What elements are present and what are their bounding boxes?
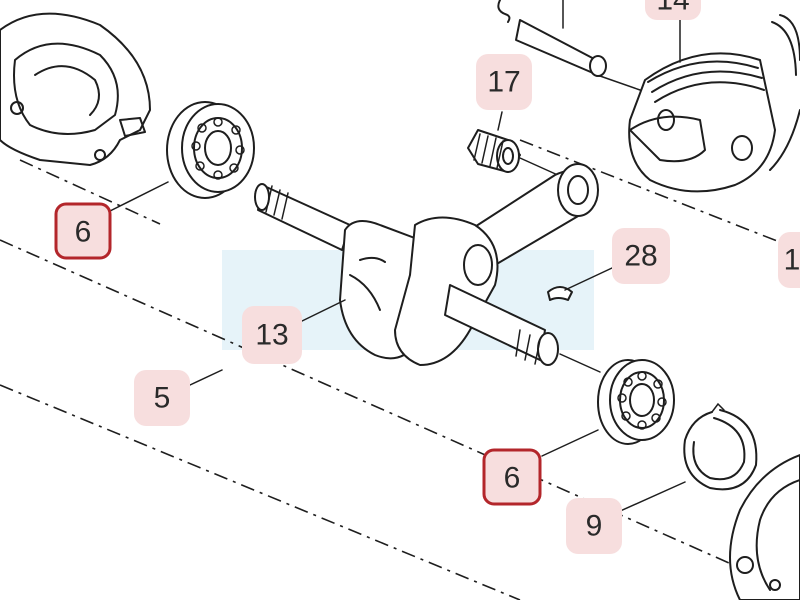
connecting-rod <box>469 163 599 266</box>
callout-piston-ring: 1 <box>778 232 800 288</box>
callout-key: 28 <box>612 228 670 284</box>
piston-ring <box>769 14 800 171</box>
callout-text: 14 <box>656 0 689 17</box>
callout-text: 6 <box>504 462 521 495</box>
bearing-right-drawing <box>597 359 675 445</box>
callout-case: 5 <box>134 370 190 426</box>
callout-text: 13 <box>255 319 288 352</box>
callout-crankshaft: 13 <box>242 306 302 364</box>
crankcase-left <box>0 12 151 166</box>
callout-text: 6 <box>75 216 92 249</box>
callout-piston: 14 <box>645 0 701 20</box>
piston <box>599 0 776 193</box>
callout-bearing-right: 6 <box>482 448 542 506</box>
callout-needle-bearing: 17 <box>476 54 532 110</box>
callout-text: 17 <box>487 66 520 99</box>
bearing-left-drawing <box>166 101 255 199</box>
needle-bearing <box>467 129 561 177</box>
callout-text: 28 <box>624 240 657 273</box>
leader-lines <box>107 111 686 513</box>
callout-bearing-left: 6 <box>54 202 112 260</box>
crankshaft-drawing <box>254 183 601 373</box>
crankcase-right <box>729 454 800 600</box>
case-outline <box>0 139 800 600</box>
callout-circlip: 9 <box>566 498 622 554</box>
callout-text: 9 <box>586 510 603 543</box>
callout-text: 5 <box>154 382 171 415</box>
callout-text: 1 <box>784 244 800 277</box>
circlip-drawing <box>683 402 758 491</box>
